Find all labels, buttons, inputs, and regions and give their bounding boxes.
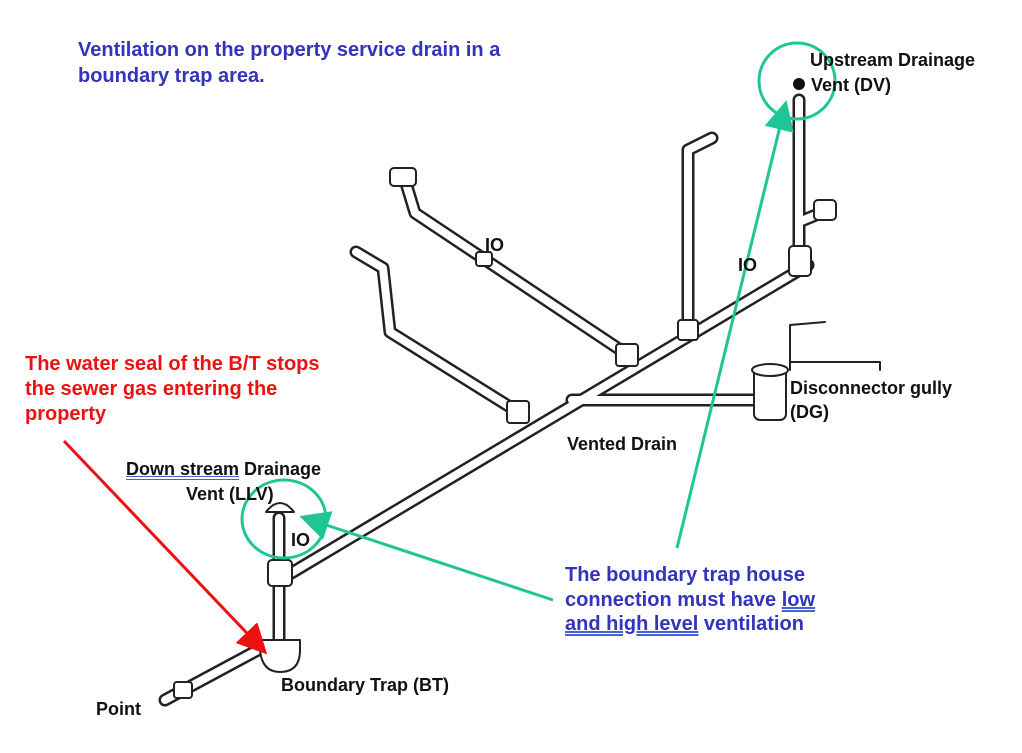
upstream-vent-label-line-2: Vent (DV) [811, 75, 892, 95]
ventilation-note-high-level-text: and high level [565, 613, 699, 635]
arrow-to-upstream-vent [675, 100, 794, 549]
fitting-vent-junction [267, 559, 293, 587]
water-seal-note-line-1: The water seal of the B/T stops [25, 353, 320, 375]
fitting-mid-junction [677, 319, 699, 341]
fitting-left-junction [506, 400, 530, 424]
ventilation-note-line-2-text: connection must have [565, 589, 782, 611]
downstream-vent-label-line-2: Vent (LLV) [186, 484, 274, 504]
disconnector-label-line-2: (DG) [790, 402, 829, 422]
disconnector-label-line-1: Disconnector gully [790, 378, 953, 398]
downstream-vent-underlined-text: Down stream [126, 459, 240, 479]
fitting-outlet-joint [173, 681, 193, 699]
upstream-vent-label-line-1: Upstream Drainage [810, 50, 976, 70]
upstream-vent-cap [793, 78, 805, 90]
io-label-left: IO [291, 530, 311, 550]
arrow-to-downstream-vent [299, 511, 554, 602]
ventilation-note-low-text: low [781, 589, 816, 611]
fitting-right-branch [813, 199, 837, 221]
ventilation-note-line-2: connection must have low [565, 588, 815, 612]
title-line-1: Ventilation on the property service drai… [78, 39, 501, 61]
low-level-vent-cowl [265, 502, 295, 513]
disconnector-waste-pipe [789, 321, 881, 371]
fitting-right-elbow [788, 245, 812, 277]
pipe-network [158, 78, 881, 707]
boundary-trap-body [259, 639, 301, 673]
point-label: Point [96, 699, 141, 719]
boundary-trap-label: Boundary Trap (BT) [281, 675, 450, 695]
io-label-top: IO [485, 235, 505, 255]
downstream-vent-label-line-1: Down stream Drainage [126, 457, 321, 481]
io-label-right: IO [738, 255, 758, 275]
ventilation-note-line-3: and high level ventilation [565, 612, 804, 636]
ventilation-note-line-1: The boundary trap house [565, 564, 806, 586]
fitting-upper-junction [615, 343, 639, 367]
upstream-vent-highlight-circle [757, 41, 837, 121]
vented-drain-label: Vented Drain [567, 434, 678, 454]
title-line-2: boundary trap area. [78, 65, 265, 87]
arrow-to-boundary-trap [62, 439, 268, 655]
water-seal-note-line-2: the sewer gas entering the [25, 378, 278, 400]
fitting-io-top [475, 251, 493, 267]
water-seal-note-line-3: property [25, 403, 107, 425]
fitting-top-left [389, 167, 417, 187]
ventilation-note-line-3-text: ventilation [698, 613, 804, 635]
disconnector-gully-rim [751, 363, 789, 377]
downstream-vent-rest-text: Drainage [239, 459, 322, 479]
